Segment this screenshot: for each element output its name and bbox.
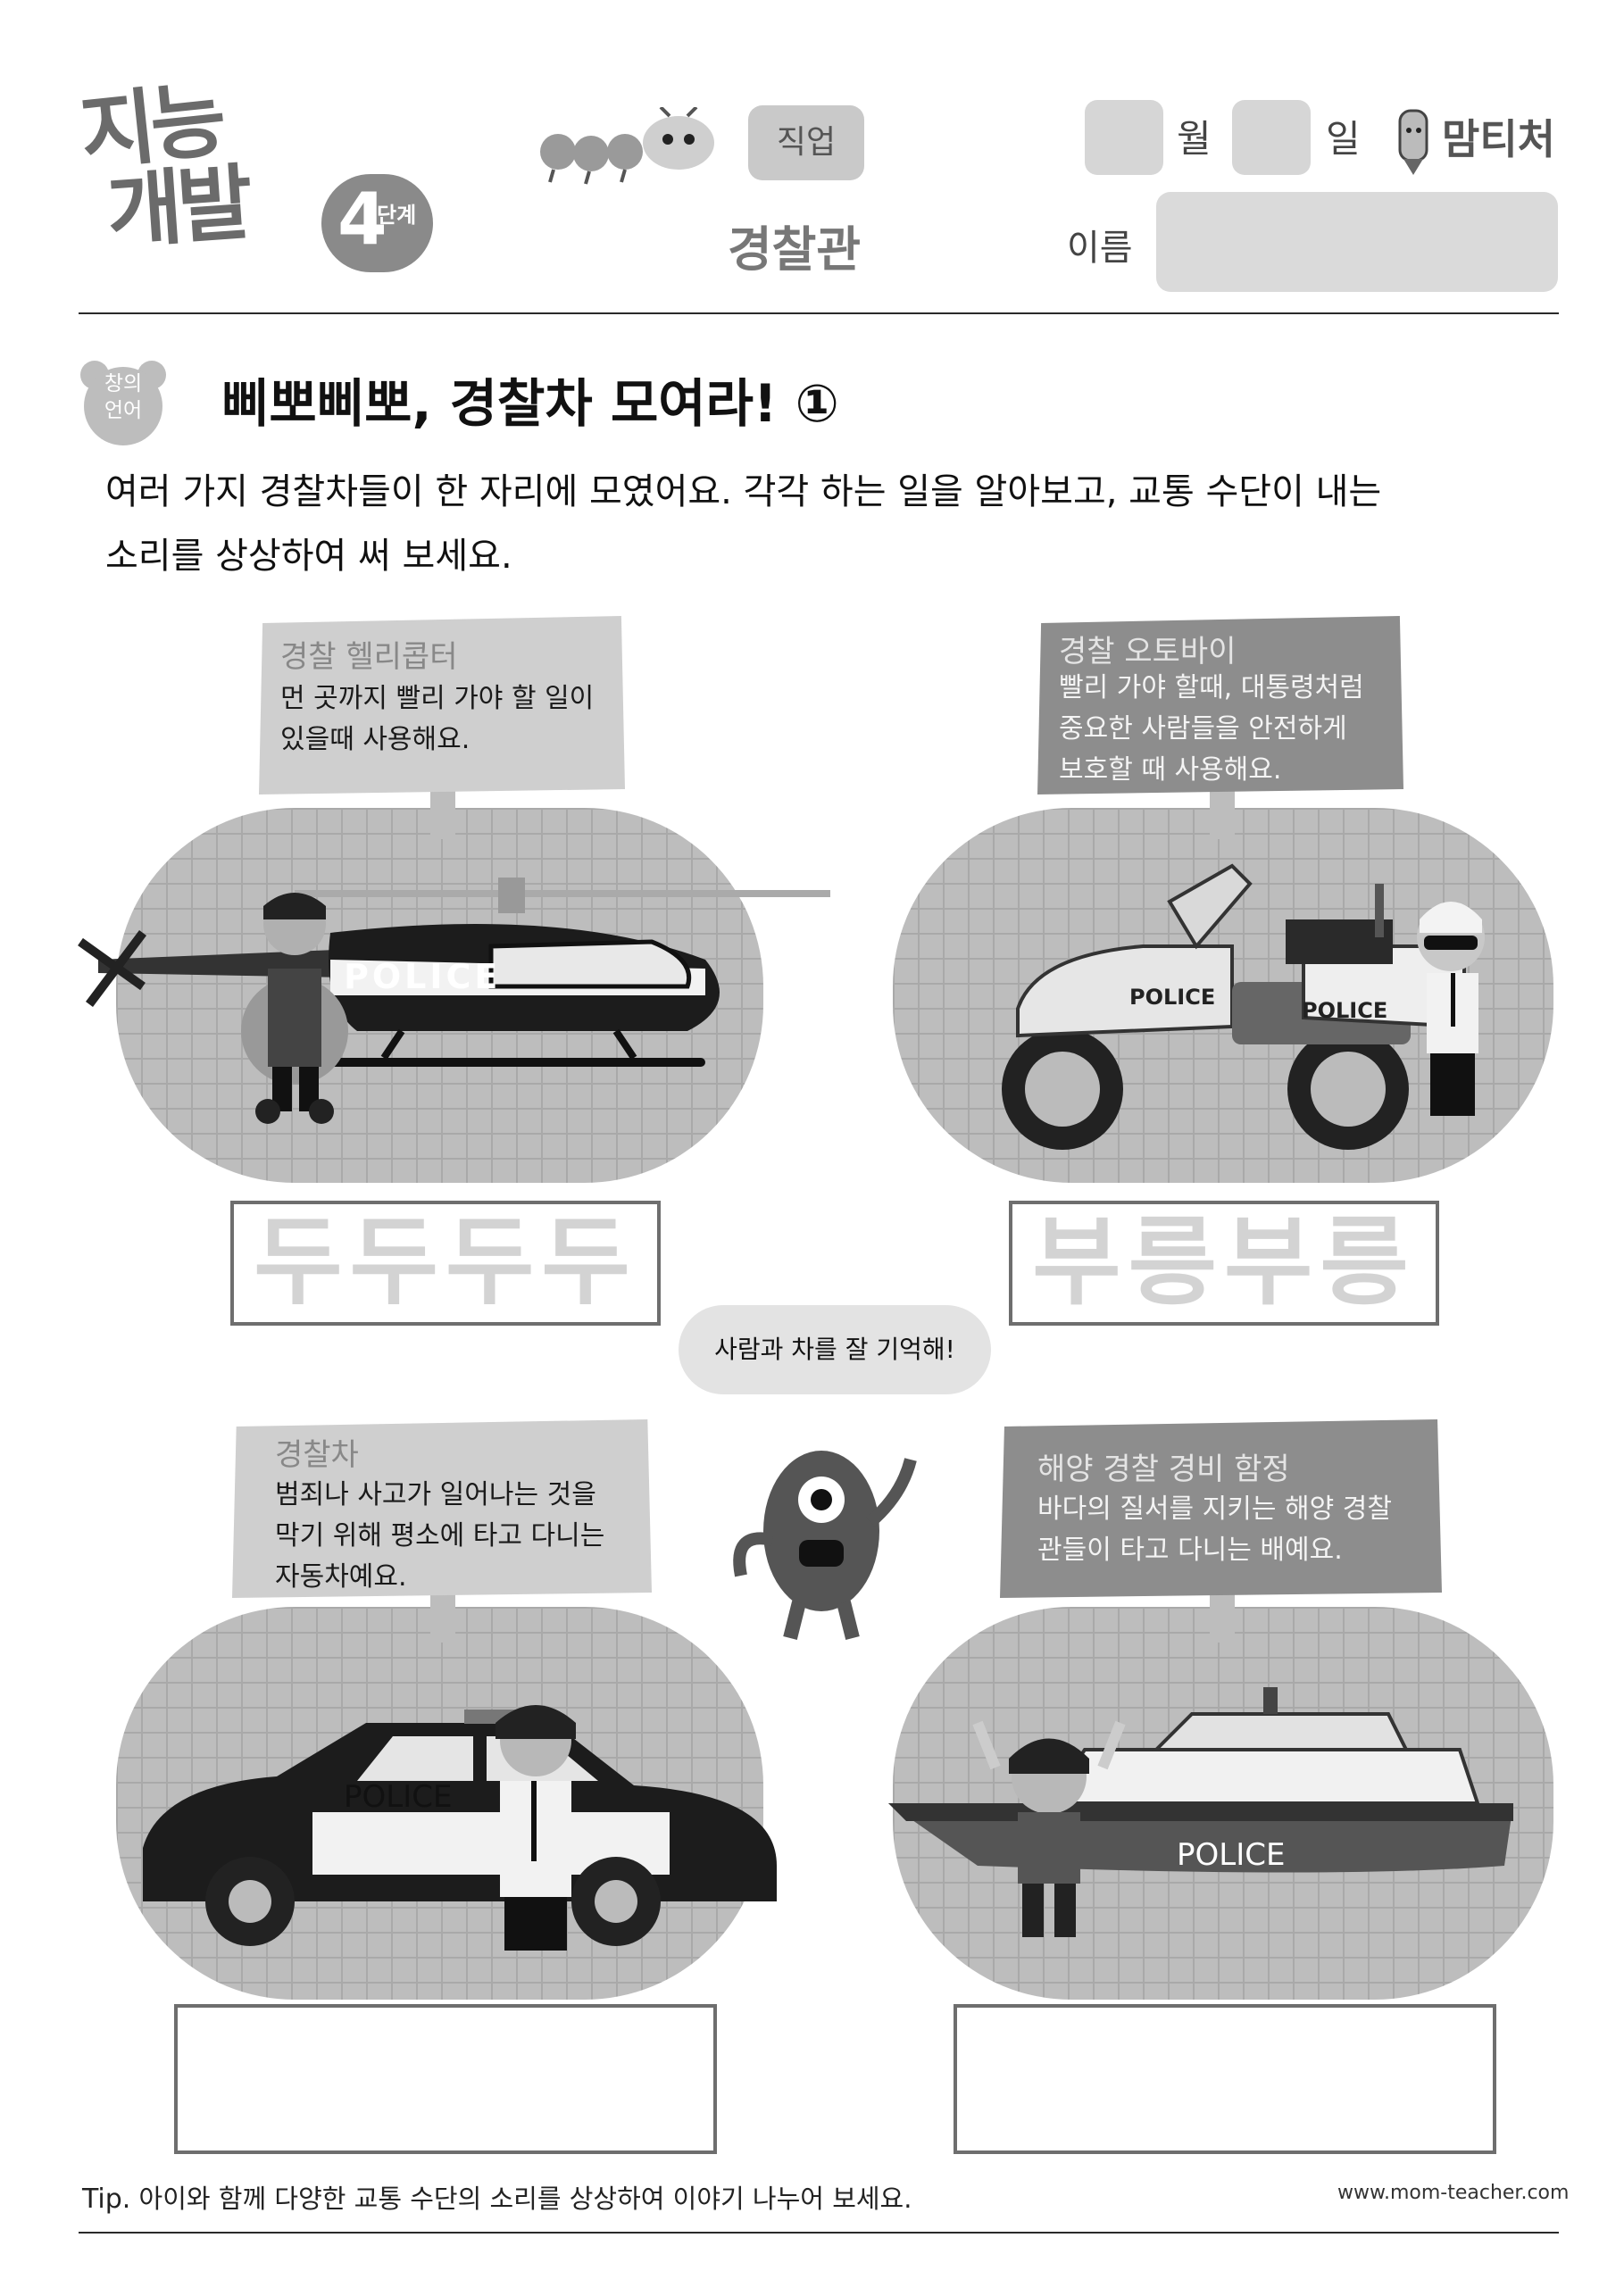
month-input[interactable] [1085,100,1163,175]
logo-line2: 개발 [104,154,251,261]
helicopter-title: 경찰 헬리콥터 [280,639,458,675]
patrol-boat-title: 해양 경찰 경비 함정 [1037,1452,1290,1487]
police-car-label: POLICE [344,1779,453,1815]
day-input[interactable] [1232,100,1311,175]
sign-post [1210,1589,1235,1643]
level-badge: 4 단계 [321,174,433,272]
motorcycle-police-label-side: POLICE [1302,998,1388,1023]
job-title: 경찰관 [728,221,862,278]
motorcycle-sound-answer: 부릉부릉 [1032,1207,1416,1319]
name-label: 이름 [1067,228,1133,269]
website-link[interactable]: www.mom-teacher.com [1337,2182,1570,2204]
patrol-boat-description: 바다의 질서를 지키는 해양 경찰 관들이 타고 다니는 배예요. [1037,1493,1392,1566]
instructions-line1: 여러 가지 경찰차들이 한 자리에 모였어요. 각각 하는 일을 알아보고, 교… [105,471,1382,512]
patrol-boat-police-label: POLICE [1177,1837,1286,1873]
helicopter-description: 먼 곳까지 빨리 가야 할 일이 있을때 사용해요. [280,683,595,755]
helicopter-scene-background [116,808,763,1183]
police-helicopter-icon [78,878,830,1124]
motorcycle-police-label-front: POLICE [1129,985,1216,1010]
helicopter-police-label: POLICE [344,957,502,996]
patrol-boat-sound-answer-box[interactable] [954,2004,1496,2154]
monster-mascot-icon [733,1451,917,1640]
motorcycle-info-sign: 경찰 오토바이 빨리 가야 할때, 대통령처럼 중요한 사람들을 안전하게 보호… [1037,616,1403,794]
day-label: 일 [1326,117,1361,161]
police-car-info-sign: 경찰차 범죄나 사고가 일어나는 것을 막기 위해 평소에 타고 다니는 자동차… [232,1419,652,1598]
brand-name: 맘티처 [1442,115,1555,163]
section-badge-icon [80,361,166,445]
name-input[interactable] [1156,192,1558,292]
helicopter-sound-answer-box[interactable]: 두두두두 [230,1201,661,1326]
caterpillar-icon [540,107,714,185]
pencil-mascot-icon [1398,109,1428,175]
sign-post [1210,786,1235,839]
sign-post [430,1589,455,1643]
tip-label: Tip. [82,2184,131,2215]
month-label: 월 [1177,117,1212,161]
section-title: 삐뽀삐뽀, 경찰차 모여라! ① [221,373,839,434]
footer-tip: Tip. 아이와 함께 다양한 교통 수단의 소리를 상상하여 이야기 나누어 … [82,2178,912,2216]
police-car-icon [143,1705,777,1951]
police-car-description: 범죄나 사고가 일어나는 것을 막기 위해 평소에 타고 다니는 자동차예요. [275,1479,605,1593]
motorcycle-sound-answer-box[interactable]: 부릉부릉 [1009,1201,1439,1326]
motorcycle-description: 빨리 가야 할때, 대통령처럼 중요한 사람들을 안전하게 보호할 때 사용해요… [1059,672,1364,786]
instructions-line2: 소리를 상상하여 써 보세요. [105,536,512,577]
header-divider [79,312,1559,314]
police-motorcycle-icon [1002,863,1485,1150]
motorcycle-title: 경찰 오토바이 [1059,634,1237,670]
level-number: 4 [337,178,387,261]
police-patrol-boat-icon [888,1687,1513,1937]
instructions: 여러 가지 경찰차들이 한 자리에 모였어요. 각각 하는 일을 알아보고, 교… [105,460,1552,588]
helicopter-info-sign: 경찰 헬리콥터 먼 곳까지 빨리 가야 할 일이 있을때 사용해요. [259,616,625,794]
police-car-sound-answer-box[interactable] [174,2004,717,2154]
helicopter-sound-answer: 두두두두 [254,1207,637,1319]
sign-post [430,786,455,839]
police-car-title: 경찰차 [275,1437,359,1473]
section-badge-label: 창의 언어 [104,372,143,422]
workbook-logo: 지능 개발 [76,72,251,261]
patrol-boat-info-sign: 해양 경찰 경비 함정 바다의 질서를 지키는 해양 경찰 관들이 타고 다니는… [1000,1419,1442,1598]
category-tag: 직업 [748,105,864,180]
tip-text: 아이와 함께 다양한 교통 수단의 소리를 상상하여 이야기 나누어 보세요. [138,2184,912,2214]
level-step: 단계 [377,203,417,228]
footer-divider [79,2232,1559,2234]
mascot-speech-bubble: 사람과 차를 잘 기억해! [679,1305,991,1394]
